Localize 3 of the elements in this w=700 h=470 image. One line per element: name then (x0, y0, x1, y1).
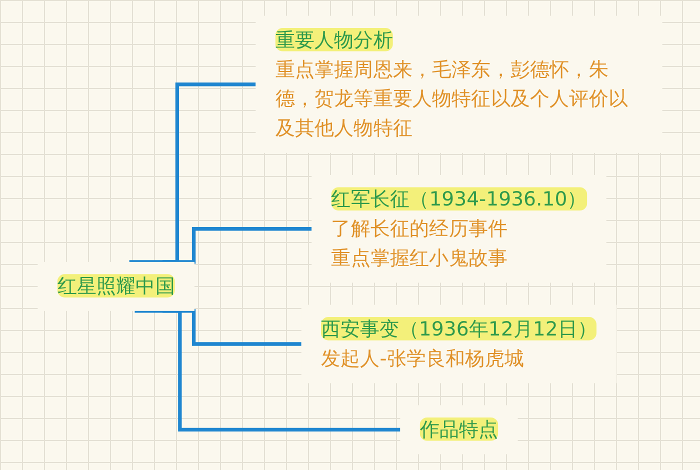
connector (129, 82, 256, 264)
connector (162, 227, 312, 264)
connector (134, 309, 400, 432)
